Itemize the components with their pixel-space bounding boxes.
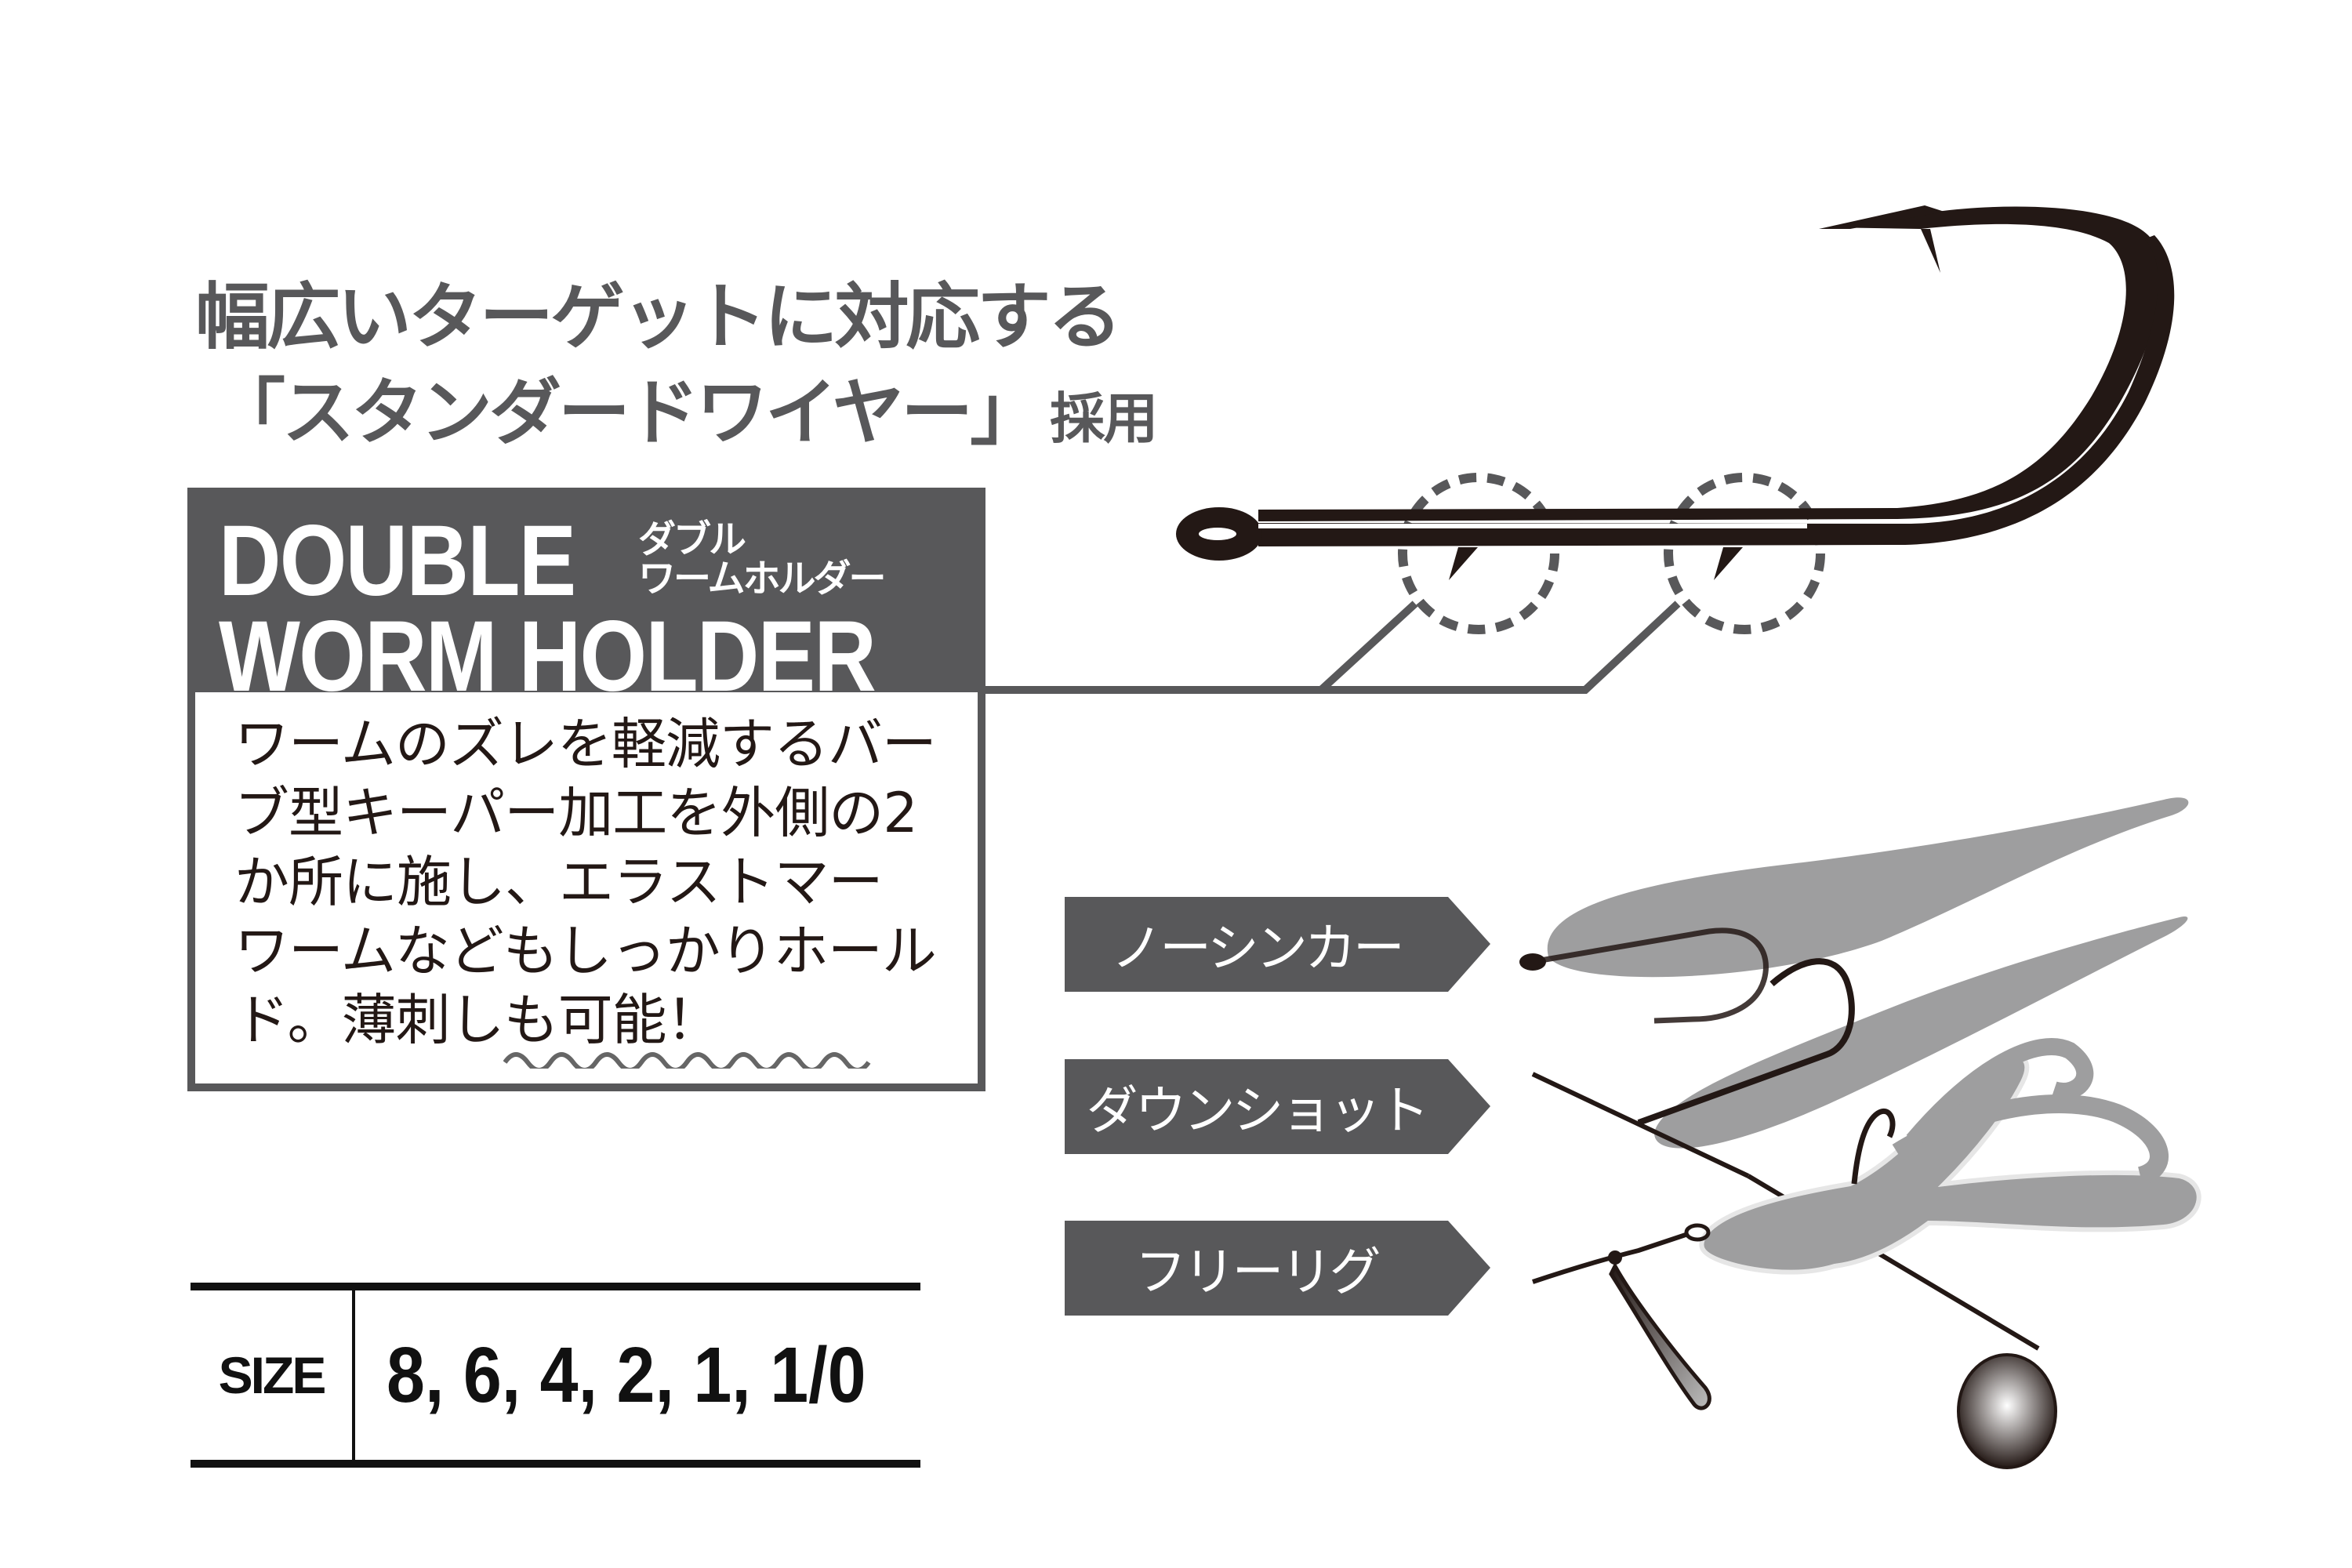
description-line: ド。薄刺しも可能！ <box>234 988 721 1052</box>
description-line: ブ型キーパー加工を外側の2 <box>234 781 918 845</box>
rig-label-text: ノーシンカー <box>1111 918 1405 978</box>
headline-line-2: 「スタンダードワイヤー」採用 <box>213 354 1158 459</box>
wavy-underline-icon <box>503 1052 871 1069</box>
rig-label-down-shot: ダウンショット <box>1065 1059 1490 1154</box>
size-divider <box>352 1290 355 1460</box>
free-rig-icon <box>1532 1038 2201 1410</box>
hook-icon <box>1176 205 2175 580</box>
no-sinker-rig-icon <box>1519 797 2189 1024</box>
feature-title-jp-line-1: ダブル <box>638 517 746 561</box>
description-line: ワームなどもしっかりホール <box>234 919 937 983</box>
size-label: SIZE <box>218 1346 327 1404</box>
feature-description: ワームのズレを軽減するバー ブ型キーパー加工を外側の2 か所に施し、エラストマー… <box>234 710 964 1054</box>
arrow-tag-shape <box>1065 1059 1490 1154</box>
rig-label-no-sinker: ノーシンカー <box>1065 897 1490 992</box>
rig-label-text: ダウンショット <box>1086 1080 1430 1141</box>
headline-adopted: 採用 <box>1050 387 1158 451</box>
rig-label-free-rig: フリーリグ <box>1065 1221 1490 1316</box>
callout-leader-lines <box>985 601 1681 694</box>
size-values: 8, 6, 4, 2, 1, 1/0 <box>387 1330 866 1419</box>
feature-description-box: ワームのズレを軽減するバー ブ型キーパー加工を外側の2 か所に施し、エラストマー… <box>187 692 985 1091</box>
description-line: ワームのズレを軽減するバー <box>234 712 937 776</box>
arrow-tag-shape <box>1065 897 1490 992</box>
barb-callout-circles <box>1398 473 1825 634</box>
rig-label-text: フリーリグ <box>1134 1242 1381 1302</box>
feature-title-en-line-1: DOUBLE <box>219 505 576 617</box>
size-table: SIZE 8, 6, 4, 2, 1, 1/0 <box>191 1283 920 1468</box>
description-line: か所に施し、エラストマー <box>234 850 884 914</box>
feature-title-jp-line-2: ワームホルダー <box>638 557 887 601</box>
headline-wire-name: 「スタンダードワイヤー」 <box>213 371 1042 455</box>
arrow-tag-shape <box>1065 1221 1490 1316</box>
headline-line-1: 幅広いターゲットに対応する <box>195 275 1122 359</box>
